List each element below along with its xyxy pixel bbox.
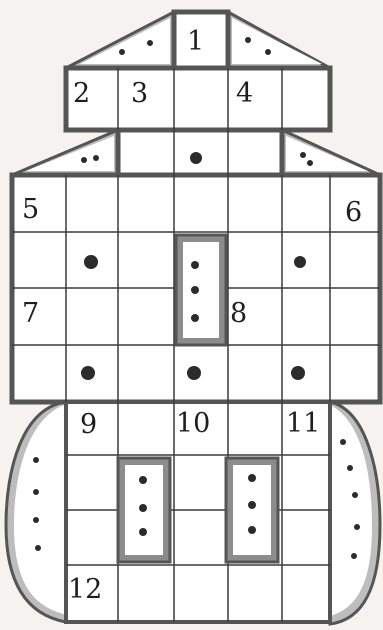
- clue-number-9: 9: [80, 411, 97, 438]
- clue-number-11: 11: [286, 410, 320, 437]
- clue-number-4: 4: [236, 80, 253, 107]
- clue-number-10: 10: [176, 410, 210, 437]
- clue-number-6: 6: [345, 199, 362, 226]
- clue-number-1: 1: [187, 28, 204, 55]
- clue-number-3: 3: [131, 80, 148, 107]
- clue-number-2: 2: [73, 80, 90, 107]
- clue-number-7: 7: [22, 300, 39, 327]
- clue-number-5: 5: [22, 196, 39, 223]
- clue-number-12: 12: [68, 576, 102, 603]
- clue-number-8: 8: [230, 300, 247, 327]
